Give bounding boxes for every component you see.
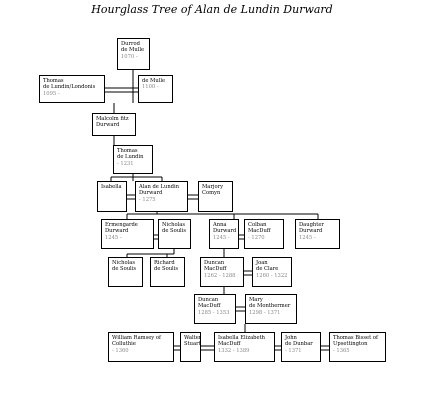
person-nicholas-de-soulis[interactable]: Nicholas de Soulis	[158, 219, 191, 249]
person-ermengarde-durward[interactable]: Ermengarde Durward 1245 -	[101, 219, 154, 249]
person-thomas-de-lundin[interactable]: Thomas de Lundin - 1231	[113, 145, 153, 174]
person-isabella-elizabeth-macduff[interactable]: Isabella Elizabeth MacDuff 1332 - 1389	[214, 332, 275, 362]
person-isabella[interactable]: Isabella	[97, 181, 127, 212]
person-nicholas-de-soulis-junior[interactable]: Nicholas de Soulis	[108, 257, 143, 287]
person-thomas-de-lundin-londonis[interactable]: Thomas de Lundin/Londonis 1095 -	[39, 75, 105, 103]
person-john-de-dunbar[interactable]: John de Dunbar - 1371	[281, 332, 321, 362]
person-thomas-bisset-of-upsettington[interactable]: Thomas Bisset of Upsettington - 1365	[329, 332, 386, 362]
page-title: Hourglass Tree of Alan de Lundin Durward	[91, 3, 333, 16]
person-joan-de-clare[interactable]: Joan de Clare 1260 - 1322	[252, 257, 292, 287]
person-richard-de-soulis[interactable]: Richard de Soulis	[150, 257, 185, 287]
person-colban-macduff[interactable]: Colban MacDuff - 1270	[244, 219, 284, 249]
person-duncan-macduff-2[interactable]: Duncan MacDuff 1285 - 1353	[194, 294, 236, 324]
person-durrod[interactable]: Durrod de Mulle 1070 -	[117, 38, 150, 70]
person-malcolm-fitz-durward[interactable]: Malcolm fitz Durward	[92, 113, 136, 136]
person-walter-stuart[interactable]: Walter Stuart	[180, 332, 201, 362]
person-mary-de-monthermer[interactable]: Mary de Monthermer 1298 - 1371	[245, 294, 297, 324]
person-marjory-comyn[interactable]: Marjory Comyn	[198, 181, 233, 212]
person-william-ramsey-of-colluthie[interactable]: William Ramsey of Colluthie - 1360	[108, 332, 174, 362]
person-anna-durward[interactable]: Anna Durward 1245 -	[209, 219, 239, 249]
person-daughter-durward[interactable]: Daughter Durward 1245 -	[295, 219, 340, 249]
person-alan-de-lundin-durward[interactable]: Alan de Lundin Durward - 1275	[135, 181, 188, 212]
person-de-mulle[interactable]: de Mulle 1100 -	[138, 75, 173, 103]
person-duncan-macduff[interactable]: Duncan MacDuff 1262 - 1288	[200, 257, 244, 287]
